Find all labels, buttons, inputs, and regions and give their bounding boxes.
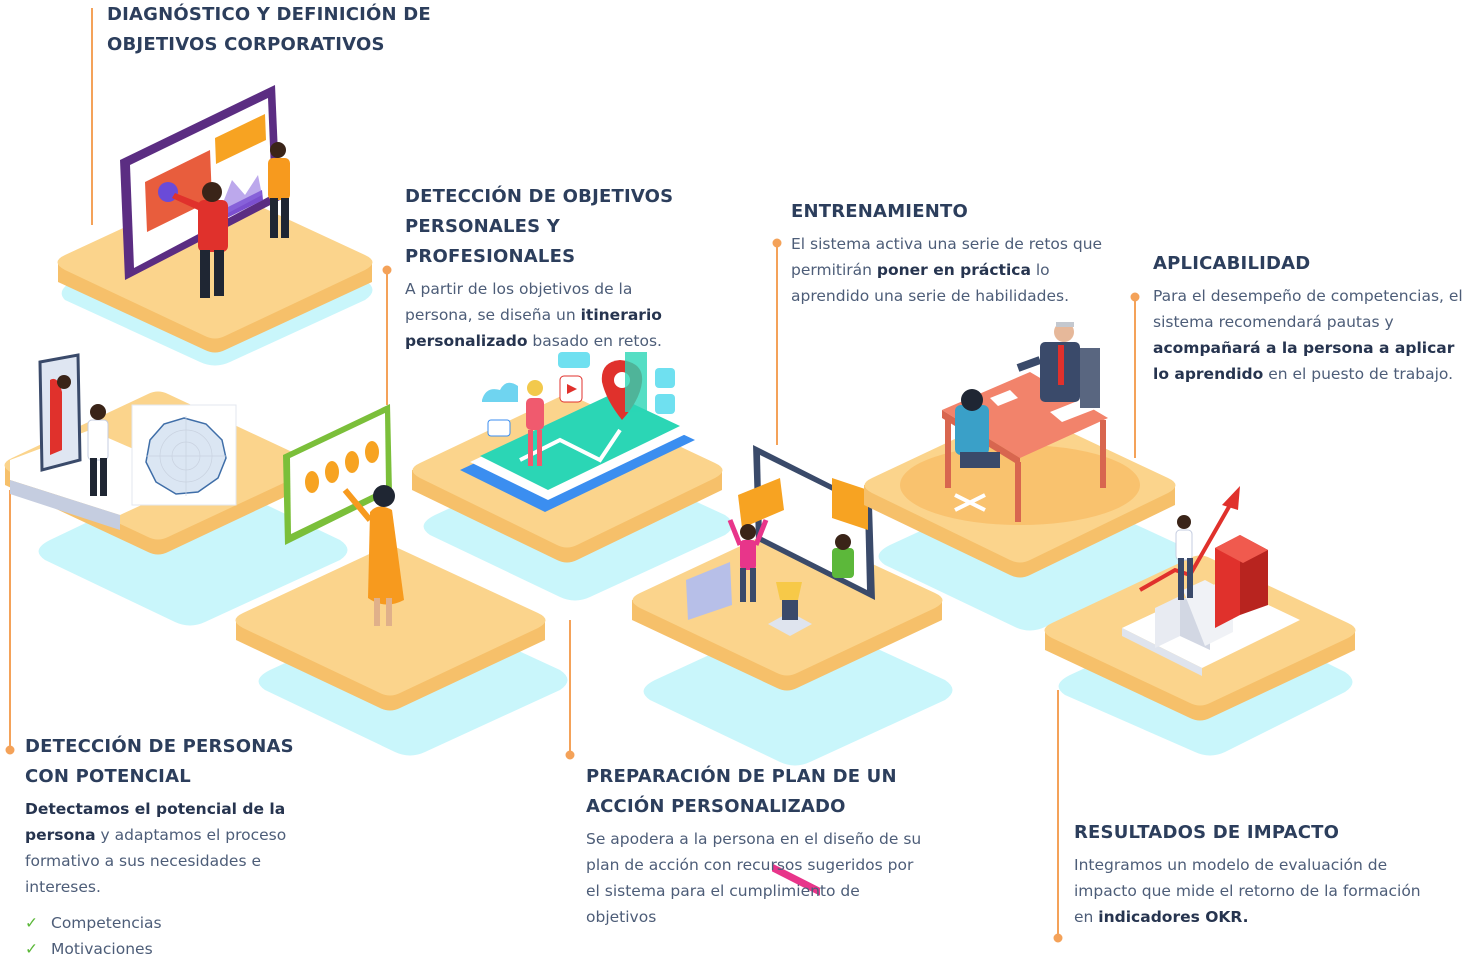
step-title: DETECCIÓN DE PERSONAS CON POTENCIAL [25,736,294,787]
monitor-dashboard-icon [120,85,290,298]
step-diagnostico: DIAGNÓSTICO Y DEFINICIÓN DE OBJETIVOS CO… [107,0,437,60]
check-item: ✓Motivaciones [25,936,325,962]
mirror-radar-icon [38,353,237,506]
step-title: ENTRENAMIENTO [791,201,968,222]
step-aplicabilidad: APLICABILIDAD Para el desempeño de compe… [1153,249,1465,387]
step-resultados: RESULTADOS DE IMPACTO Integramos un mode… [1074,818,1434,930]
step-personas: DETECCIÓN DE PERSONAS CON POTENCIAL Dete… [25,732,325,962]
growth-chart-icon [1122,486,1300,676]
screen-trophy-icon [686,445,875,896]
step-description: Se apodera a la persona en el diseño de … [586,830,922,926]
step-plan: PREPARACIÓN DE PLAN DE UN ACCIÓN PERSONA… [586,762,936,930]
step-title: PREPARACIÓN DE PLAN DE UN ACCIÓN PERSONA… [586,766,897,817]
step-objetivos: DETECCIÓN DE OBJETIVOS PERSONALES Y PROF… [405,182,735,354]
check-list: ✓Competencias ✓Motivaciones [25,910,325,962]
step-description: Integramos un modelo de evaluación de im… [1074,856,1421,926]
phone-map-icon [460,352,695,512]
step-title: RESULTADOS DE IMPACTO [1074,822,1340,843]
check-item: ✓Competencias [25,910,325,936]
step-description: Detectamos el potencial de la persona y … [25,800,287,896]
whiteboard-icon [283,404,404,626]
step-title: DETECCIÓN DE OBJETIVOS PERSONALES Y PROF… [405,186,674,267]
step-title: DIAGNÓSTICO Y DEFINICIÓN DE OBJETIVOS CO… [107,4,431,55]
desk-interview-icon [942,322,1108,522]
check-icon: ✓ [25,914,38,932]
step-description: El sistema activa una serie de retos que… [791,235,1103,305]
step-entrenamiento: ENTRENAMIENTO El sistema activa una seri… [791,197,1111,309]
step-title: APLICABILIDAD [1153,253,1311,274]
step-description: Para el desempeño de competencias, el si… [1153,287,1463,383]
connector-lines [5,8,1140,943]
step-description: A partir de los objetivos de la persona,… [405,280,662,350]
check-icon: ✓ [25,940,38,958]
